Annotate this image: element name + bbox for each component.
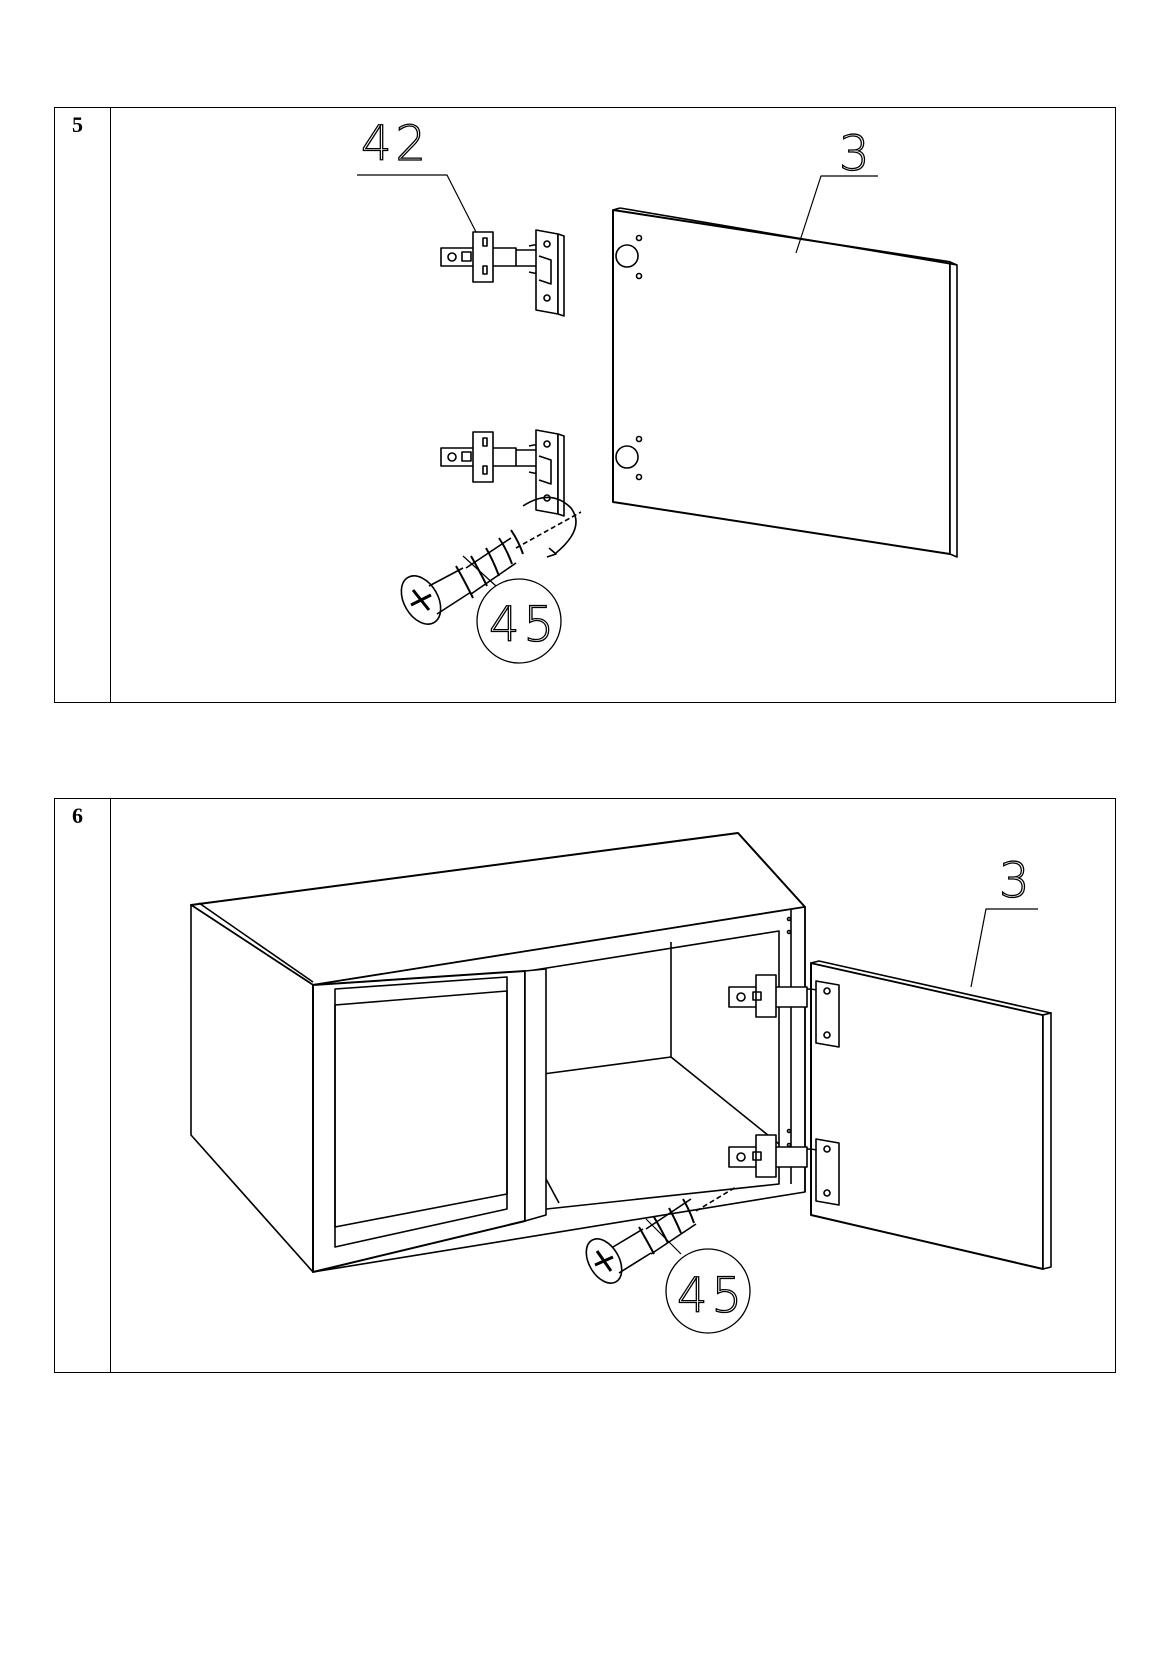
step-6-illustration: 3 45 <box>190 832 1052 1334</box>
callout-45: 45 <box>489 597 558 653</box>
step-number-column: 5 <box>55 108 111 702</box>
step-5-drawing: 42 3 45 <box>111 108 1115 702</box>
door-panel <box>612 207 958 558</box>
step-6-panel: 6 <box>54 798 1116 1373</box>
callout-45: 45 <box>677 1268 746 1324</box>
cabinet <box>190 832 806 1273</box>
hinge-lower <box>440 429 565 517</box>
step-number: 6 <box>72 803 83 828</box>
rotation-arrow <box>522 496 577 554</box>
callout-45-circle <box>476 578 562 664</box>
hinge-upper <box>728 974 840 1048</box>
callout-3: 3 <box>999 853 1034 909</box>
hinge-lower <box>728 1134 840 1206</box>
step-5-panel: 5 <box>54 107 1116 703</box>
step-number: 5 <box>72 112 83 137</box>
hinge-upper <box>440 229 565 317</box>
screw <box>585 1186 737 1284</box>
callout-45-circle <box>665 1248 751 1334</box>
step-number-column: 6 <box>55 799 111 1372</box>
door-panel <box>810 960 1052 1270</box>
step-6-drawing: 3 45 <box>111 799 1115 1372</box>
callout-3: 3 <box>839 126 874 182</box>
step-5-illustration: 42 3 45 <box>357 115 958 664</box>
callout-42: 42 <box>361 116 430 172</box>
